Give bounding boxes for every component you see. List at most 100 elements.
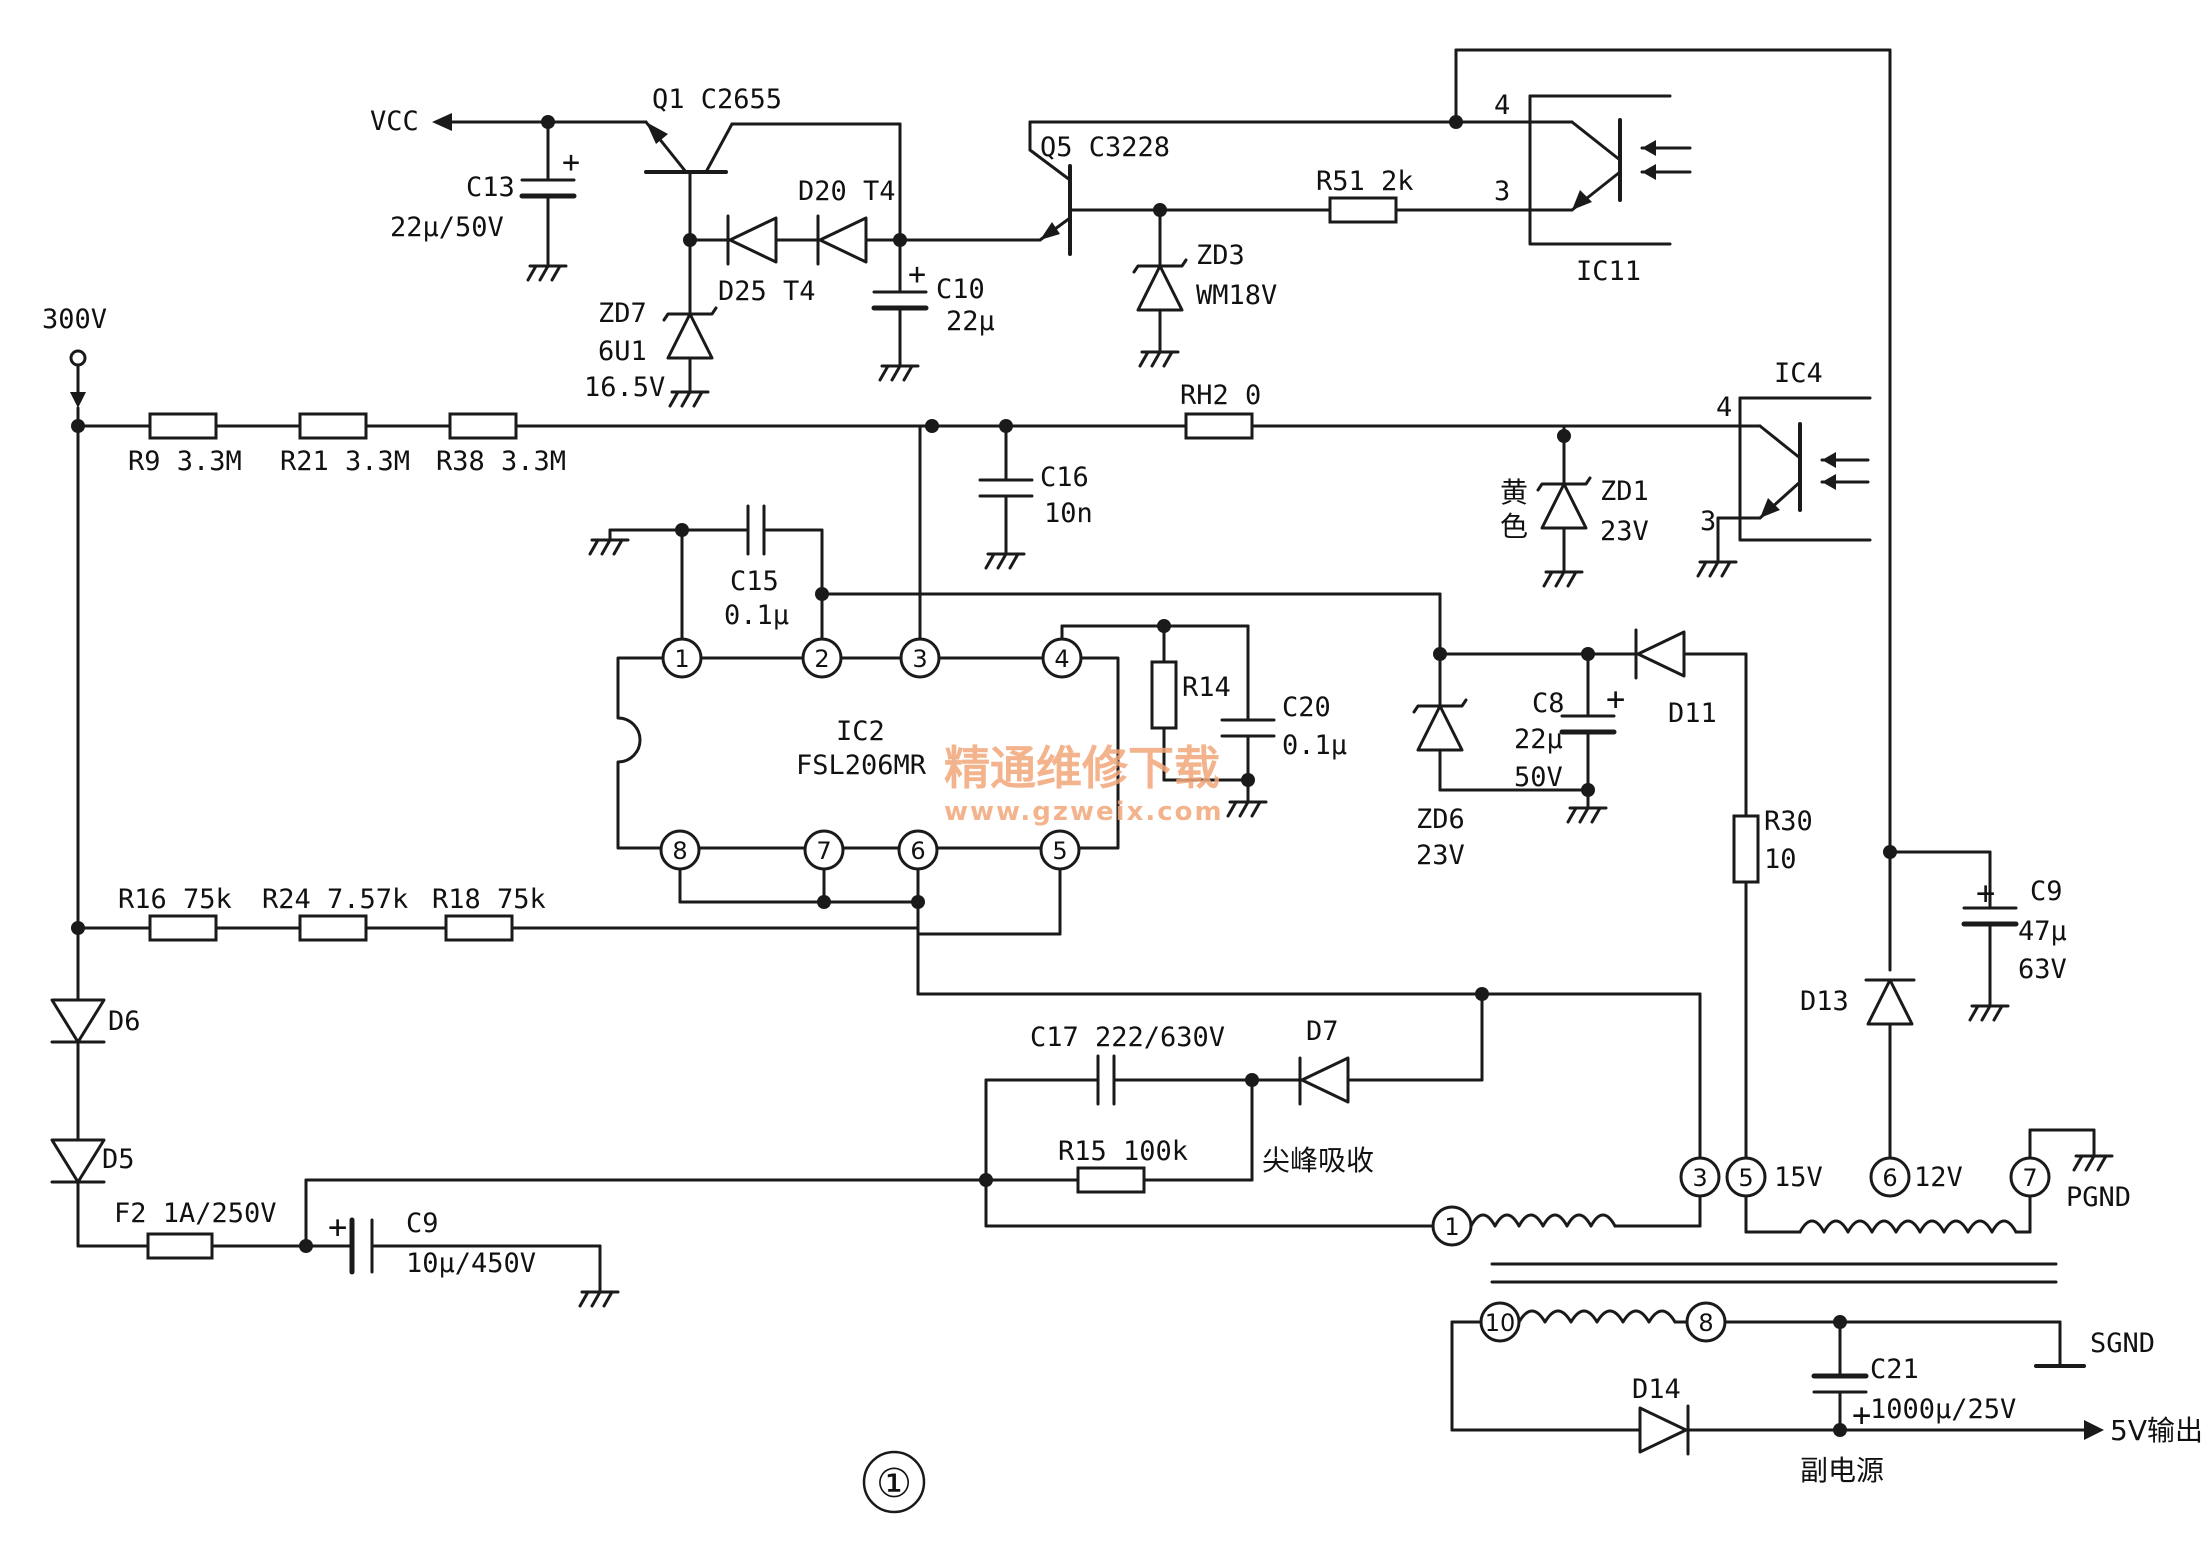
c20-label: C20 — [1282, 692, 1331, 723]
transformer-pin-8: 8 — [1685, 1301, 1727, 1343]
c13-label: C13 — [466, 172, 515, 203]
v300-label: 300V — [42, 304, 107, 335]
controller-ic2: IC2 FSL206MR — [616, 656, 1120, 850]
capacitor-c20: C20 0.1μ — [1220, 624, 1347, 818]
c10-label: C10 — [936, 274, 985, 305]
q5-label: Q5 C3228 — [1040, 132, 1170, 163]
capacitor-c21: + C21 1000μ/25V — [1811, 1320, 2016, 1434]
zener-zd6: ZD6 23V — [1412, 652, 1590, 871]
d11-label: D11 — [1668, 698, 1717, 729]
spike-absorb-label: 尖峰吸收 — [1262, 1144, 1374, 1177]
c8-cap: 22μ — [1514, 724, 1563, 755]
resistor-r51 — [1328, 196, 1398, 224]
capacitor-c10: + C10 22μ — [871, 238, 995, 382]
v12-label: 12V — [1914, 1162, 1963, 1193]
fuse-f2 — [146, 1232, 214, 1260]
zener-zd1: ZD1 23V 黄 色 — [1500, 434, 1649, 588]
transformer-pin-3: 3 — [1679, 1156, 1721, 1198]
diode-d20 — [816, 214, 868, 266]
r30-label: R30 — [1764, 806, 1813, 837]
c13-value: 22μ/50V — [390, 212, 504, 243]
zd6-value: 23V — [1416, 840, 1465, 871]
ic2-pin-8: 8 — [659, 829, 701, 871]
transformer-pin-5: 5 — [1725, 1156, 1767, 1198]
transistor-q5: Q5 C3228 — [1028, 120, 1458, 256]
c9-top-voltage: 63V — [2018, 954, 2067, 985]
ic2-pin-2: 2 — [801, 637, 843, 679]
svg-text:1: 1 — [1444, 1213, 1459, 1241]
vcc-terminal: VCC — [370, 106, 550, 137]
zd7-part: 6U1 — [598, 336, 647, 367]
ic11-pin4: 4 — [1494, 90, 1510, 121]
svg-text:7: 7 — [2022, 1164, 2037, 1192]
r24-label: R24 7.57k — [262, 884, 408, 915]
svg-text:10: 10 — [1485, 1309, 1516, 1337]
zener-zd3: ZD3 WM18V — [1132, 208, 1277, 368]
c9-bottom-label: C9 — [406, 1208, 439, 1239]
ic4-pin3: 3 — [1700, 506, 1716, 537]
resistor-r18 — [444, 914, 514, 942]
d13-label: D13 — [1800, 986, 1849, 1017]
ic11-label: IC11 — [1576, 256, 1641, 287]
c16-value: 10n — [1044, 498, 1093, 529]
diode-d5: D5 — [50, 1138, 135, 1248]
svg-text:+: + — [908, 257, 926, 292]
ic2-pin-4: 4 — [1041, 637, 1083, 679]
optocoupler-ic11: 4 3 IC11 — [1454, 90, 1692, 287]
svg-text:+: + — [562, 145, 580, 180]
aux-power-label: 副电源 — [1800, 1454, 1884, 1487]
ic11-pin3: 3 — [1494, 176, 1510, 207]
ic4-pin4: 4 — [1716, 392, 1732, 423]
d5-label: D5 — [102, 1144, 135, 1175]
svg-text:+: + — [1852, 1396, 1871, 1434]
primary-winding — [1469, 1213, 1617, 1228]
resistor-r30 — [1732, 814, 1760, 884]
capacitor-c15: C15 0.1μ — [724, 504, 824, 631]
c20-value: 0.1μ — [1282, 730, 1347, 761]
resistor-rh2 — [1184, 412, 1254, 440]
d14-label: D14 — [1632, 1374, 1681, 1405]
svg-text:+: + — [328, 1208, 347, 1246]
svg-text:4: 4 — [1054, 645, 1069, 673]
svg-text:5: 5 — [1738, 1164, 1753, 1192]
svg-text:6: 6 — [910, 837, 925, 865]
zd6-label: ZD6 — [1416, 804, 1465, 835]
diode-d11: D11 — [1634, 628, 1748, 729]
ic2-label: IC2 — [836, 716, 885, 747]
r51-label: R51 2k — [1316, 166, 1414, 197]
vcc-label: VCC — [370, 106, 419, 137]
transformer-pin-10: 10 — [1479, 1301, 1521, 1343]
diode-d25 — [726, 214, 778, 266]
resistor-r38 — [448, 412, 518, 440]
svg-text:3: 3 — [912, 645, 927, 673]
ic4-label: IC4 — [1774, 358, 1823, 389]
c10-value: 22μ — [946, 306, 995, 337]
svg-text:+: + — [1606, 680, 1625, 718]
svg-text:8: 8 — [1698, 1309, 1713, 1337]
ic2-pin-1: 1 — [661, 637, 703, 679]
d25-label: D25 T4 — [718, 276, 816, 307]
zd7-label: ZD7 — [598, 298, 647, 329]
svg-text:1: 1 — [674, 645, 689, 673]
zd7-voltage: 16.5V — [584, 372, 665, 403]
pgnd-label: PGND — [2066, 1182, 2131, 1213]
d6-label: D6 — [108, 1006, 141, 1037]
r21-label: R21 3.3M — [280, 446, 410, 477]
capacitor-c9-47u: + C9 47μ 63V — [1961, 850, 2067, 1022]
capacitor-c17: C17 222/630V — [1030, 1022, 1302, 1106]
resistor-r9 — [148, 412, 218, 440]
r18-label: R18 75k — [432, 884, 546, 915]
resistor-r21 — [298, 412, 368, 440]
output-5v-label: 5V输出 — [2110, 1414, 2203, 1447]
svg-text:6: 6 — [1882, 1164, 1897, 1192]
transistor-q1: Q1 C2655 — [644, 84, 902, 242]
zd1-value: 23V — [1600, 516, 1649, 547]
svg-text:7: 7 — [816, 837, 831, 865]
transformer-pin-6: 6 — [1869, 1156, 1911, 1198]
v15-label: 15V — [1774, 1162, 1823, 1193]
svg-text:+: + — [1976, 874, 1995, 912]
c21-value: 1000μ/25V — [1870, 1394, 2016, 1425]
optocoupler-ic4: 4 3 IC4 — [1696, 358, 1872, 578]
svg-text:8: 8 — [672, 837, 687, 865]
